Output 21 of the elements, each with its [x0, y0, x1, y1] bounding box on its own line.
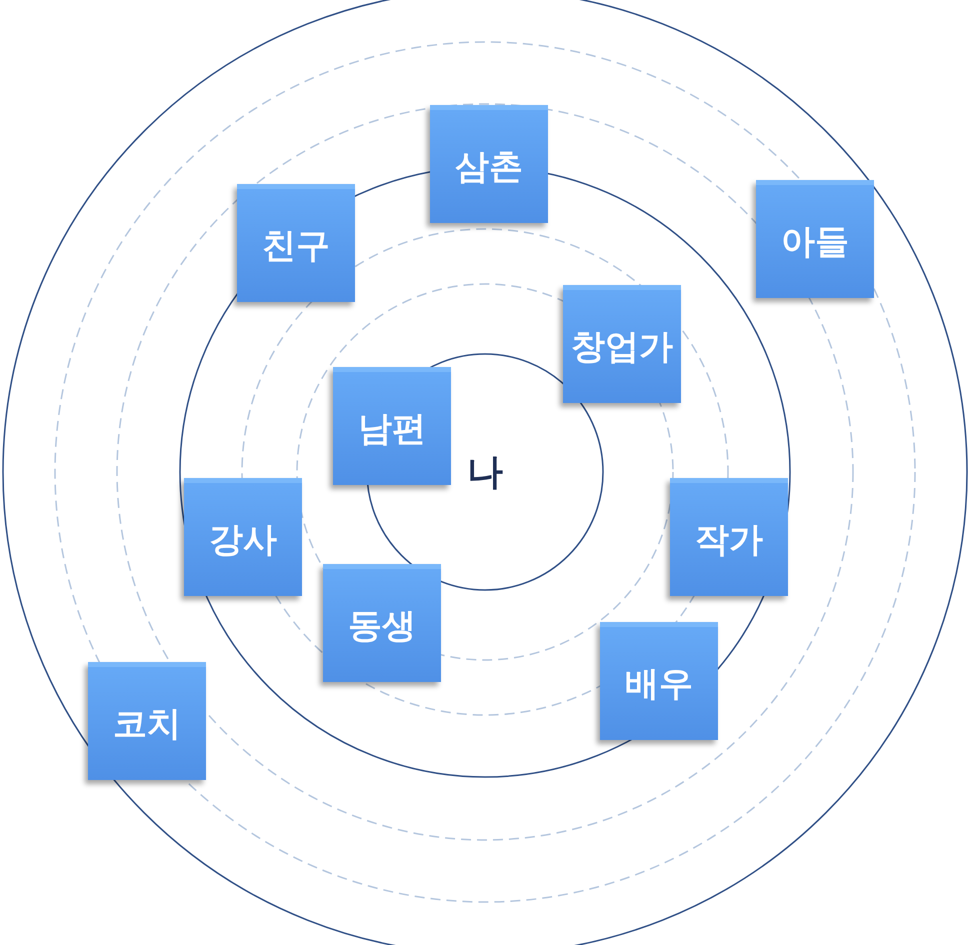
sticky-note — [323, 564, 441, 682]
note-label: 삼촌 — [455, 146, 523, 188]
note-label: 남편 — [358, 408, 426, 450]
note-label: 작가 — [695, 518, 763, 562]
sticky-note — [184, 478, 302, 596]
sticky-note — [333, 367, 451, 485]
sticky-note — [88, 662, 206, 780]
sticky-note — [430, 105, 548, 223]
sticky-note — [563, 285, 681, 403]
sticky-note — [600, 622, 718, 740]
note-label: 강사 — [209, 518, 277, 562]
note-label: 동생 — [348, 604, 416, 648]
center-label: 나 — [467, 450, 503, 494]
note-label: 아들 — [781, 220, 849, 264]
sticky-note — [237, 184, 355, 302]
note-label: 코치 — [113, 702, 181, 746]
note-label: 친구 — [262, 224, 330, 268]
sticky-note — [670, 478, 788, 596]
note-label: 배우 — [625, 662, 693, 706]
note-label: 창업가 — [571, 326, 673, 368]
sticky-note — [756, 180, 874, 298]
